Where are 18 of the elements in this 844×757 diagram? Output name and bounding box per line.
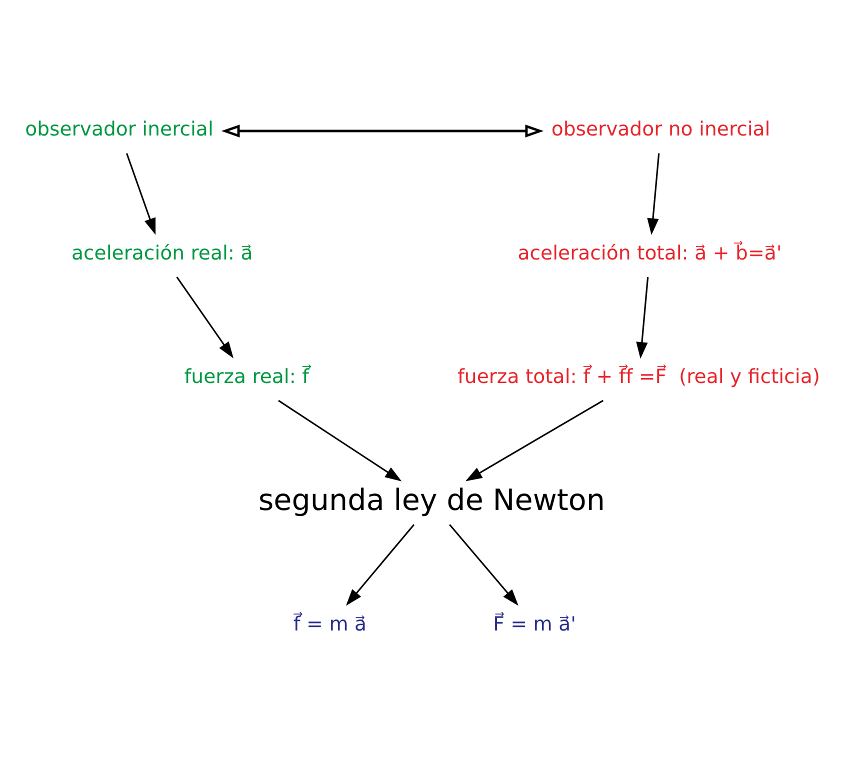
node-text: f⃗ = m a⃗ bbox=[292, 612, 366, 636]
node-text: observador inercial bbox=[24, 118, 213, 141]
arrow bbox=[646, 153, 660, 236]
node-text: segunda ley de Newton bbox=[258, 482, 604, 517]
arrow bbox=[345, 524, 414, 606]
node-text: aceleración total: a⃗ + b⃗=a⃗' bbox=[517, 241, 782, 264]
arrow bbox=[220, 124, 544, 138]
node-text: aceleración real: a⃗ bbox=[71, 241, 252, 264]
arrow bbox=[278, 400, 402, 482]
arrow bbox=[448, 524, 518, 606]
arrow bbox=[636, 277, 648, 359]
node-text: F⃗ = m a⃗' bbox=[492, 612, 576, 636]
node-text: observador no inercial bbox=[550, 118, 770, 141]
arrow bbox=[464, 400, 604, 482]
node-text: fuerza total: f⃗ + f⃗f =F⃗ (real y ficticia) bbox=[457, 365, 820, 388]
arrow bbox=[176, 276, 234, 358]
arrow bbox=[125, 153, 156, 235]
node-text: fuerza real: f⃗ bbox=[184, 365, 309, 388]
